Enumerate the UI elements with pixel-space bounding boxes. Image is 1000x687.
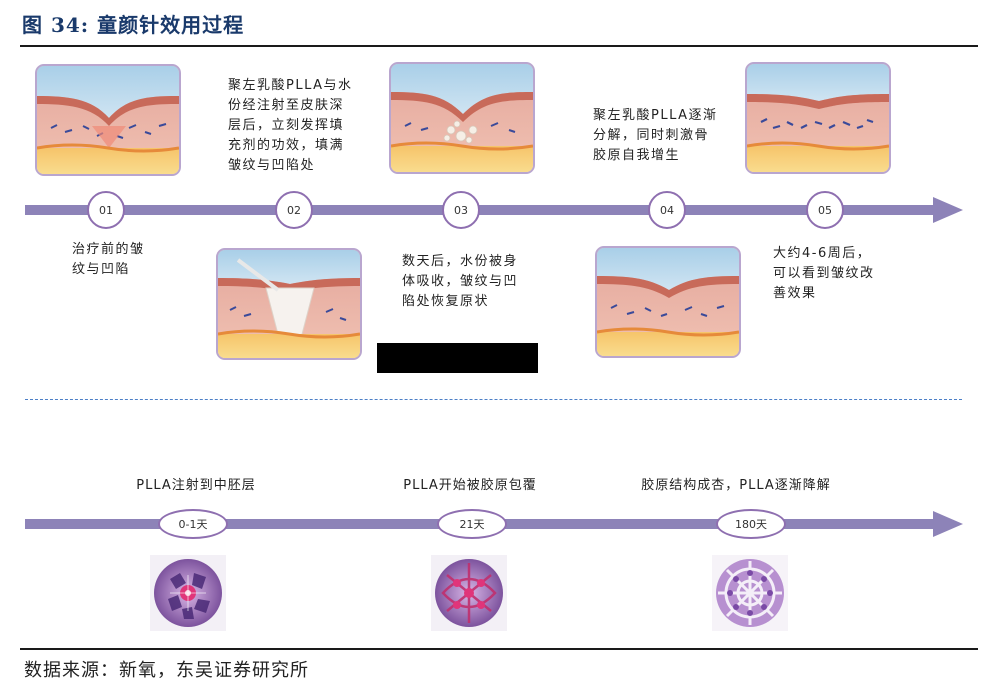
step-04-caption: 聚左乳酸PLLA逐渐 分解，同时刺激骨 胶原自我增生 xyxy=(593,106,718,166)
timeline-arrow-top-shaft xyxy=(25,205,937,215)
stage-2-day-marker: 21天 xyxy=(437,509,507,539)
step-marker-04: 04 xyxy=(648,191,686,229)
timeline-arrow-top xyxy=(25,197,963,223)
stage-3-day-marker: 180天 xyxy=(716,509,786,539)
figure-title: 图 34: 童颜针效用过程 xyxy=(22,13,245,37)
title-rule xyxy=(20,45,978,47)
stage-2-label: PLLA开始被胶原包覆 xyxy=(403,478,537,493)
step-05-caption-line: 大约4-6周后， xyxy=(773,246,872,261)
microstructure-image-stage-2 xyxy=(431,555,507,631)
timeline-arrow-top-head xyxy=(933,197,963,223)
step-03-caption: 数天后，水份被身 体吸收，皱纹与凹 陷处恢复原状 xyxy=(402,252,518,312)
section-divider xyxy=(25,399,962,400)
stage-3-label: 胶原结构成杏，PLLA逐渐降解 xyxy=(641,478,831,493)
step-05-caption-line: 可以看到皱纹改 xyxy=(773,266,875,281)
step-marker-05: 05 xyxy=(806,191,844,229)
skin-illustration-02 xyxy=(216,248,362,360)
skin-illustration-01 xyxy=(35,64,181,176)
skin-illustration-03 xyxy=(389,62,535,174)
step-01-caption-line: 治疗前的皱 xyxy=(72,242,145,257)
timeline-arrow-bottom-head xyxy=(933,511,963,537)
step-03-caption-line: 体吸收，皱纹与凹 xyxy=(402,274,519,289)
step-04-caption-line: 胶原自我增生 xyxy=(593,148,681,163)
step-04-caption-line: 聚左乳酸PLLA逐渐 xyxy=(593,108,718,123)
stage-1-day-marker: 0-1天 xyxy=(158,509,228,539)
footer-rule xyxy=(20,648,978,650)
step-05-caption: 大约4-6周后， 可以看到皱纹改 善效果 xyxy=(773,244,875,304)
step-04-caption-line: 分解，同时刺激骨 xyxy=(593,128,710,143)
microstructure-image-stage-3 xyxy=(712,555,788,631)
microstructure-image-stage-1 xyxy=(150,555,226,631)
step-02-caption-line: 层后，立刻发挥填 xyxy=(228,118,345,133)
redaction-block xyxy=(377,343,538,373)
skin-illustration-04 xyxy=(595,246,741,358)
step-marker-01: 01 xyxy=(87,191,125,229)
step-03-caption-line: 数天后，水份被身 xyxy=(402,254,519,269)
step-05-caption-line: 善效果 xyxy=(773,286,817,301)
stage-1-label: PLLA注射到中胚层 xyxy=(136,478,256,493)
step-01-caption: 治疗前的皱 纹与凹陷 xyxy=(72,240,145,280)
step-02-caption-line: 聚左乳酸PLLA与水 xyxy=(228,78,353,93)
source-note: 数据来源：新氧，东吴证券研究所 xyxy=(24,660,309,681)
step-01-caption-line: 纹与凹陷 xyxy=(72,262,131,277)
step-02-caption: 聚左乳酸PLLA与水 份经注射至皮肤深 层后，立刻发挥填 充剂的功效，填满 皱纹… xyxy=(228,76,353,176)
step-marker-03: 03 xyxy=(442,191,480,229)
step-02-caption-line: 充剂的功效，填满 xyxy=(228,138,345,153)
skin-illustration-05 xyxy=(745,62,891,174)
step-03-caption-line: 陷处恢复原状 xyxy=(402,294,490,309)
step-marker-02: 02 xyxy=(275,191,313,229)
step-02-caption-line: 份经注射至皮肤深 xyxy=(228,98,345,113)
step-02-caption-line: 皱纹与凹陷处 xyxy=(228,158,316,173)
